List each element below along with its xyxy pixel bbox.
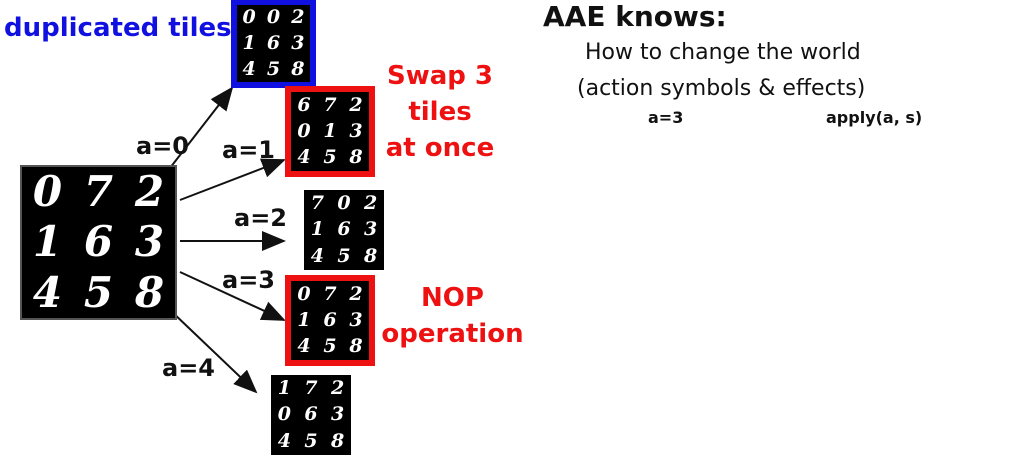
tile: 6: [266, 31, 281, 54]
action-label-a4: a=4: [162, 354, 216, 382]
tile: 6: [323, 308, 337, 331]
action-label-a2: a=2: [234, 204, 288, 232]
arrow-a1: [179, 158, 286, 201]
tile: 2: [331, 376, 345, 399]
panel-action-label: a=3: [648, 108, 684, 127]
tile: 0: [242, 6, 256, 29]
tile: 1: [323, 119, 337, 142]
panel-line1: How to change the world: [585, 40, 861, 65]
arrow-a3: [179, 271, 286, 321]
result-state-a2: 7 0 2 1 6 3 4 5 8: [304, 190, 384, 270]
tile: 3: [349, 308, 363, 331]
arrow-a0: [169, 86, 234, 169]
tile: 0: [297, 282, 311, 305]
tile: 8: [364, 245, 378, 268]
tile: 4: [242, 57, 256, 80]
action-label-a0: a=0: [136, 132, 190, 160]
nop-note-line2: operation: [381, 319, 524, 349]
nop-operation-note: NOP operation: [380, 280, 525, 352]
tile: 1: [277, 376, 291, 399]
nop-note-line1: NOP: [421, 283, 484, 313]
source-tile: 1: [32, 217, 63, 267]
source-tile: 3: [134, 217, 165, 267]
tile: 4: [277, 430, 291, 453]
result-state-a3: 0 7 2 1 6 3 4 5 8: [285, 275, 375, 366]
tile: 5: [337, 245, 351, 268]
result-state-a4: 1 7 2 0 6 3 4 5 8: [271, 375, 351, 455]
tile: 8: [291, 57, 305, 80]
action-label-a1: a=1: [222, 136, 276, 164]
tile: 6: [304, 403, 318, 426]
source-puzzle-state: 0 7 2 1 6 3 4 5 8: [20, 165, 177, 320]
tile: 0: [337, 191, 351, 214]
source-tile: 6: [83, 217, 114, 267]
result-state-a0: 0 0 2 1 6 3 4 5 8: [231, 0, 316, 88]
tile: 7: [323, 93, 337, 116]
tile: 5: [266, 57, 281, 80]
swap-tiles-note: Swap 3 tiles at once: [354, 58, 526, 166]
duplicated-tiles-note: duplicated tiles: [4, 13, 232, 43]
tile: 7: [304, 376, 318, 399]
panel-apply-label: apply(a, s): [826, 108, 923, 127]
tile: 1: [310, 218, 324, 241]
swap-note-line1: Swap 3 tiles: [386, 61, 494, 127]
tile: 4: [310, 245, 324, 268]
result-state-a1: 6 7 2 0 1 3 4 5 8: [285, 86, 375, 177]
tile: 6: [297, 93, 311, 116]
tile: 3: [331, 403, 345, 426]
tile: 2: [349, 93, 363, 116]
tile: 7: [310, 191, 324, 214]
panel-title: AAE knows:: [543, 0, 727, 33]
action-label-a3: a=3: [222, 266, 276, 294]
tile: 8: [349, 146, 363, 169]
tile: 4: [297, 146, 311, 169]
tile: 5: [323, 335, 337, 358]
tile: 4: [297, 335, 311, 358]
tile: 3: [291, 31, 305, 54]
tile: 7: [323, 282, 337, 305]
panel-line2: (action symbols & effects): [577, 76, 866, 101]
tile: 3: [349, 119, 363, 142]
tile: 3: [364, 218, 378, 241]
tile: 0: [266, 6, 281, 29]
tile: 6: [337, 218, 351, 241]
tile: 5: [304, 430, 318, 453]
tile: 5: [323, 146, 337, 169]
arrow-a4: [169, 309, 258, 394]
tile: 0: [277, 403, 291, 426]
source-tile: 8: [134, 267, 165, 317]
tile: 1: [297, 308, 311, 331]
source-tile: 7: [83, 167, 114, 217]
source-tile: 5: [83, 267, 114, 317]
source-tile: 2: [134, 167, 165, 217]
tile: 0: [297, 119, 311, 142]
tile: 8: [331, 430, 345, 453]
tile: 2: [364, 191, 378, 214]
tile: 8: [349, 335, 363, 358]
swap-note-line2: at once: [385, 133, 495, 163]
source-tile: 0: [32, 167, 63, 217]
source-tile: 4: [32, 267, 63, 317]
tile: 1: [242, 31, 256, 54]
tile: 2: [349, 282, 363, 305]
tile: 2: [291, 6, 305, 29]
